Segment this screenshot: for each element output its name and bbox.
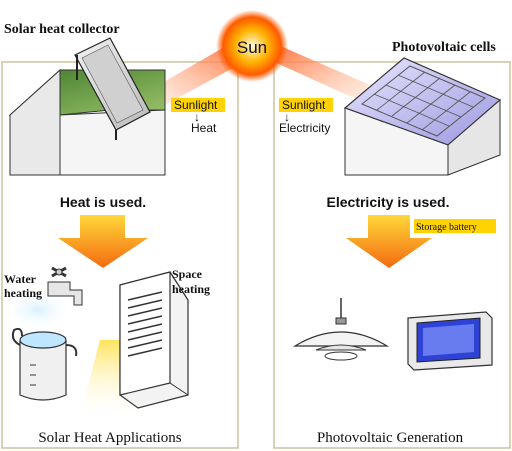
space-heater-icon [119,271,189,409]
pv-cells-label: Photovoltaic cells [392,40,496,55]
storage-battery-label: Storage battery [416,222,477,233]
lamp-icon [292,298,390,361]
pv-house-icon [343,57,502,176]
tv-icon [407,311,493,371]
pv-footer: Photovoltaic Generation [317,430,464,446]
water-heating-label-1: Water [4,272,37,286]
heat-used-label: Heat is used. [60,194,146,210]
left-conversion-arrow: ↓ [194,110,200,124]
water-heating-label-2: heating [4,286,42,300]
electricity-used-label: Electricity is used. [327,194,450,210]
collector-label: Solar heat collector [4,22,120,37]
space-heating-label-1: Space [172,267,203,281]
sunbeam-right [262,38,370,100]
faucet-icon [47,266,83,306]
sun-label: Sun [237,38,267,57]
pot-icon [11,327,78,401]
electricity-down-arrow [346,215,432,268]
right-conversion-bottom: Electricity [279,121,330,135]
photovoltaic-panel [273,61,511,449]
solar-heat-footer: Solar Heat Applications [38,430,181,446]
storage-battery-highlight [414,219,496,233]
right-conversion-top: Sunlight [282,98,326,112]
right-sunlight-highlight [279,98,333,112]
right-conversion-arrow: ↓ [284,110,290,124]
heat-down-arrow [58,215,148,268]
left-conversion-bottom: Heat [191,121,217,135]
sun-icon [216,10,288,82]
space-heating-label-2: heating [172,282,210,296]
solar-collector-house-icon [8,37,166,176]
left-sunlight-highlight [171,98,225,112]
steam-glow [2,290,74,330]
left-conversion-top: Sunlight [174,98,218,112]
